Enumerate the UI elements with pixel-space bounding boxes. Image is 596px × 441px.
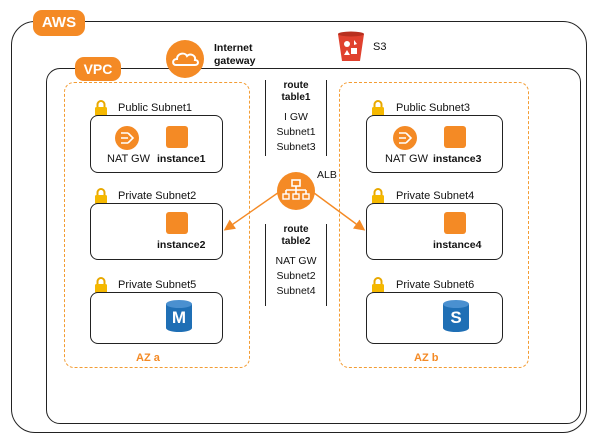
private-subnet5-title: Private Subnet5 bbox=[118, 279, 197, 291]
instance3-label: instance3 bbox=[433, 153, 482, 165]
route-table1-title-line2: table1 bbox=[281, 92, 311, 103]
aws-label: AWS bbox=[41, 14, 77, 31]
vpc-label: VPC bbox=[83, 61, 113, 77]
instance4-label: instance4 bbox=[433, 239, 482, 251]
vpc-badge: VPC bbox=[75, 57, 121, 81]
route-table2-row: NAT GW bbox=[275, 255, 317, 267]
load-balancer-icon bbox=[277, 172, 315, 210]
instance1-label: instance1 bbox=[157, 153, 206, 165]
database-master-icon: M bbox=[166, 300, 192, 332]
internet-gateway-icon bbox=[166, 40, 204, 78]
private-subnet6-box bbox=[366, 292, 503, 344]
lock-icon bbox=[95, 100, 107, 116]
route-table1: route table1 I GW Subnet1 Subnet3 bbox=[265, 80, 327, 156]
internet-gateway-label: Internet gateway bbox=[214, 42, 255, 68]
db-letter-m: M bbox=[171, 308, 187, 327]
public-subnet1-box bbox=[90, 115, 223, 173]
nat-gw-label: NAT GW bbox=[107, 153, 150, 165]
private-subnet2-title: Private Subnet2 bbox=[118, 190, 197, 202]
aws-badge: AWS bbox=[33, 10, 85, 36]
public-subnet3-box bbox=[366, 115, 503, 173]
nat-gateway-icon bbox=[115, 126, 139, 150]
az-b-label: AZ b bbox=[414, 352, 439, 364]
alb-to-az-a-arrow bbox=[223, 189, 283, 231]
route-table1-row: I GW bbox=[284, 111, 308, 123]
az-a-container bbox=[64, 82, 250, 368]
private-subnet2-box bbox=[90, 203, 223, 260]
lock-icon bbox=[372, 100, 384, 116]
igw-label-line2: gateway bbox=[214, 55, 256, 67]
lock-icon bbox=[372, 188, 384, 204]
igw-label-line1: Internet bbox=[214, 42, 253, 54]
s3-label: S3 bbox=[373, 41, 387, 53]
route-table2-title-line2: table2 bbox=[281, 236, 311, 247]
db-letter-s: S bbox=[450, 308, 462, 327]
ec2-instance-icon bbox=[444, 212, 466, 234]
alb-label: ALB bbox=[317, 169, 337, 181]
route-table2: route table2 NAT GW Subnet2 Subnet4 bbox=[265, 224, 327, 306]
nat-gateway-icon bbox=[393, 126, 417, 150]
az-b-container bbox=[339, 82, 529, 368]
private-subnet4-title: Private Subnet4 bbox=[396, 190, 475, 202]
route-table1-title-line1: route bbox=[283, 80, 309, 91]
lock-icon bbox=[95, 277, 107, 293]
alb-to-az-b-arrow bbox=[309, 189, 366, 231]
route-table1-row: Subnet1 bbox=[276, 126, 316, 138]
route-table2-row: Subnet4 bbox=[276, 285, 316, 297]
s3-bucket-icon bbox=[338, 31, 364, 61]
route-table2-title-line1: route bbox=[283, 224, 309, 235]
route-table1-row: Subnet3 bbox=[276, 141, 316, 153]
ec2-instance-icon bbox=[166, 126, 188, 148]
lock-icon bbox=[95, 188, 107, 204]
ec2-instance-icon bbox=[166, 212, 188, 234]
instance2-label: instance2 bbox=[157, 239, 206, 251]
nat-gw-label: NAT GW bbox=[385, 153, 428, 165]
public-subnet3-title: Public Subnet3 bbox=[396, 102, 470, 114]
private-subnet4-box bbox=[366, 203, 503, 260]
lock-icon bbox=[372, 277, 384, 293]
route-table2-row: Subnet2 bbox=[276, 270, 316, 282]
public-subnet1-title: Public Subnet1 bbox=[118, 102, 192, 114]
private-subnet5-box bbox=[90, 292, 223, 344]
private-subnet6-title: Private Subnet6 bbox=[396, 279, 475, 291]
database-slave-icon: S bbox=[443, 300, 469, 332]
az-a-label: AZ a bbox=[136, 352, 160, 364]
ec2-instance-icon bbox=[444, 126, 466, 148]
